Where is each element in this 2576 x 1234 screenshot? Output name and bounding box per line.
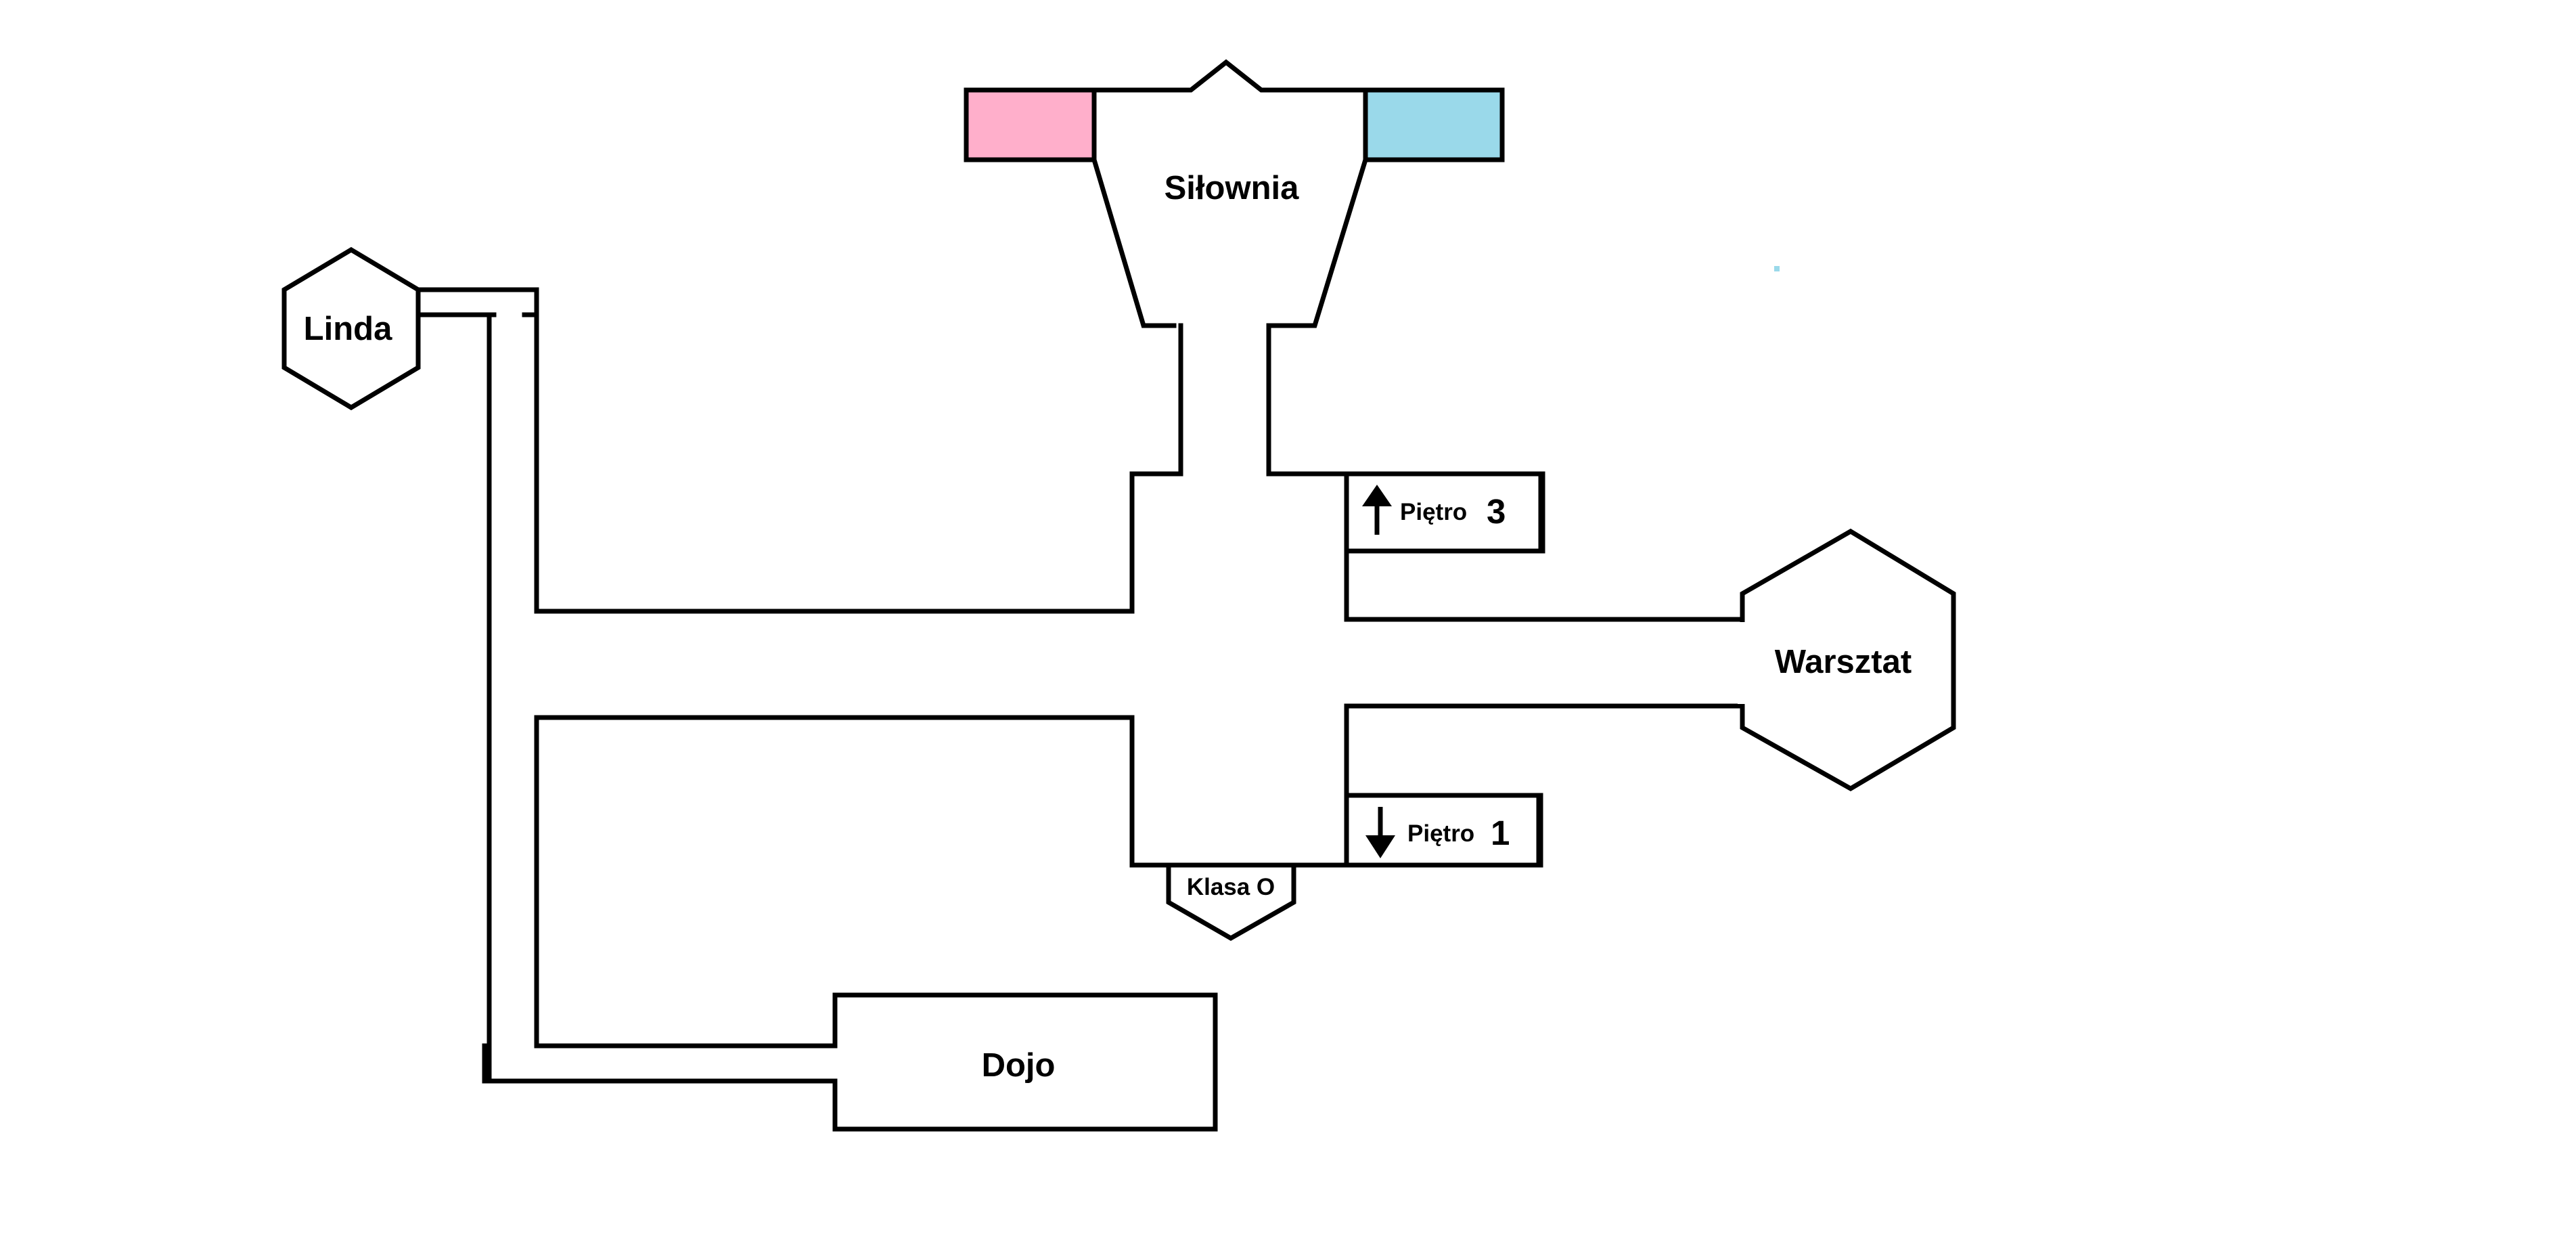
dojo-outline bbox=[832, 992, 1218, 1132]
warsztat-label: Warsztat bbox=[1775, 644, 1912, 680]
pink-zone bbox=[968, 91, 1095, 160]
room-dojo[interactable]: Dojo bbox=[832, 992, 1218, 1132]
room-silownia[interactable]: Siłownia bbox=[964, 59, 1505, 328]
warsztat-entrance bbox=[1738, 622, 1747, 704]
stairs-up-floor-3[interactable]: Piętro 3 bbox=[1344, 471, 1545, 554]
klasa-o-outline bbox=[1166, 862, 1296, 942]
stairs-up-label: Piętro bbox=[1400, 499, 1467, 525]
linda-label: Linda bbox=[304, 311, 392, 347]
stray-dot bbox=[1774, 266, 1780, 271]
stairs-down-number: 1 bbox=[1491, 814, 1510, 852]
room-linda[interactable]: Linda bbox=[281, 246, 421, 411]
linda-long-corridor-wall bbox=[487, 312, 539, 1084]
room-warsztat[interactable]: Warsztat bbox=[1738, 528, 1956, 792]
warsztat-outline bbox=[1740, 528, 1956, 792]
klasa-o-label: Klasa O bbox=[1187, 874, 1275, 900]
stairs-up-outline bbox=[1344, 471, 1545, 554]
corridor-right-top-wall bbox=[1344, 471, 1745, 622]
dojo-label: Dojo bbox=[982, 1047, 1056, 1084]
corridor-right-bottom-wall bbox=[1344, 703, 1745, 868]
stairs-down-floor-1[interactable]: Piętro 1 bbox=[1344, 793, 1543, 868]
room-klasa-o[interactable]: Klasa O bbox=[1166, 862, 1296, 942]
linda-corridor-outer-wall bbox=[415, 287, 539, 317]
stairs-down-outline bbox=[1344, 793, 1543, 868]
stairs-up-number: 3 bbox=[1487, 492, 1506, 531]
silownia-label: Siłownia bbox=[1165, 170, 1300, 206]
corridor-upper-left-wall bbox=[534, 312, 1183, 614]
blue-zone bbox=[1363, 91, 1502, 160]
arrow-down-icon bbox=[1365, 807, 1395, 858]
stairs-down-label: Piętro bbox=[1407, 820, 1474, 847]
arrow-up-icon bbox=[1362, 485, 1392, 535]
